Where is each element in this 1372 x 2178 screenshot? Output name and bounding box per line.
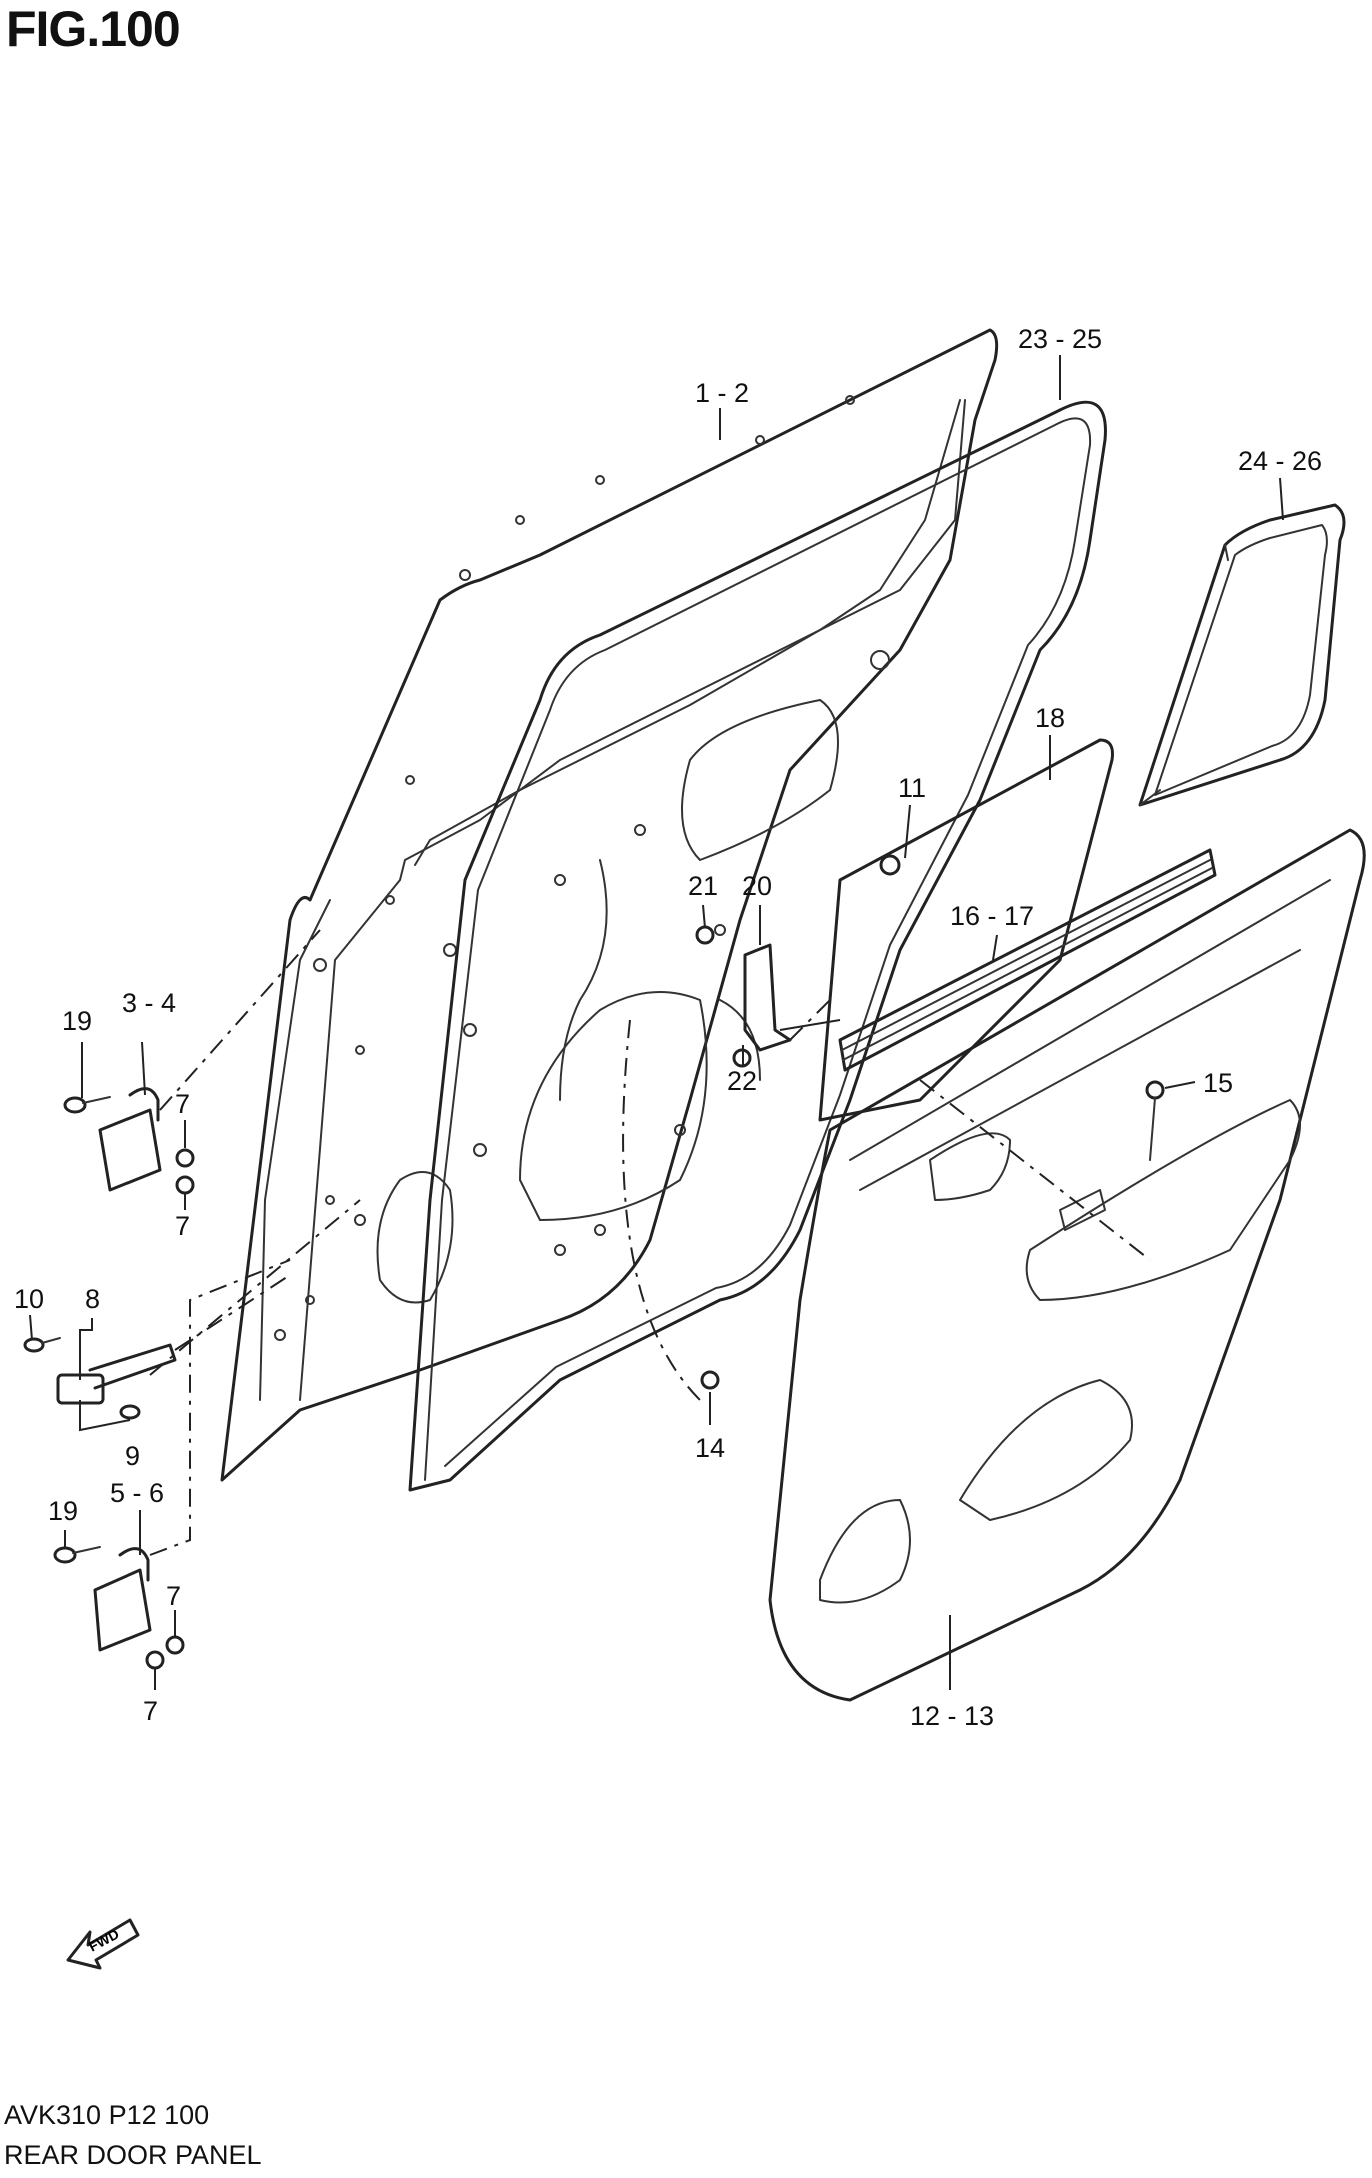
- callout-1-2: 1 - 2: [695, 378, 749, 408]
- callout-15: 15: [1203, 1068, 1233, 1098]
- callout-24-26: 24 - 26: [1238, 446, 1322, 476]
- callout-14: 14: [695, 1433, 725, 1463]
- callout-23-25: 23 - 25: [1018, 324, 1102, 354]
- figure-name: REAR DOOR PANEL: [4, 2140, 262, 2170]
- callout-7-c: 7: [166, 1581, 181, 1611]
- callout-5-6: 5 - 6: [110, 1478, 164, 1508]
- fasteners: [23, 854, 1165, 1670]
- callout-7-d: 7: [143, 1696, 158, 1726]
- callout-3-4: 3 - 4: [122, 988, 176, 1018]
- callout-9: 9: [125, 1441, 140, 1471]
- callout-10: 10: [14, 1284, 44, 1314]
- callout-20: 20: [742, 871, 772, 901]
- fwd-arrow-label: FWD: [86, 1926, 122, 1955]
- callout-11: 11: [898, 773, 926, 803]
- callout-16-17: 16 - 17: [950, 901, 1034, 931]
- upper-hinge: [98, 1087, 162, 1192]
- callout-8: 8: [85, 1284, 100, 1314]
- callout-7-a: 7: [175, 1089, 190, 1119]
- callout-19-lower: 19: [48, 1496, 78, 1526]
- lower-hinge: [93, 1547, 152, 1652]
- door-weatherstrip: [408, 400, 1107, 1492]
- leader-lines: [29, 355, 1284, 1690]
- callout-18: 18: [1035, 703, 1065, 733]
- callout-21: 21: [688, 871, 718, 901]
- callout-19-upper: 19: [62, 1006, 92, 1036]
- callout-22: 22: [727, 1066, 757, 1096]
- figure-code: AVK310 P12 100: [4, 2100, 210, 2130]
- door-trim-panel: [768, 828, 1366, 1702]
- callout-labels: 1 - 2 23 - 25 24 - 26 18 11 21 20 16 - 1…: [14, 324, 1322, 1731]
- callout-12-13: 12 - 13: [910, 1701, 994, 1731]
- door-panel-shell: [220, 328, 999, 1482]
- fwd-arrow-icon: FWD: [66, 1918, 140, 1970]
- sealing-sheet: [818, 738, 1114, 1122]
- callout-7-b: 7: [175, 1211, 190, 1241]
- belt-weatherstrip: [838, 848, 1217, 1072]
- quarter-window-frame: [1138, 503, 1346, 807]
- figure-title: FIG.100: [6, 1, 181, 57]
- door-check: [56, 1343, 177, 1405]
- panel-holes: [274, 395, 890, 1341]
